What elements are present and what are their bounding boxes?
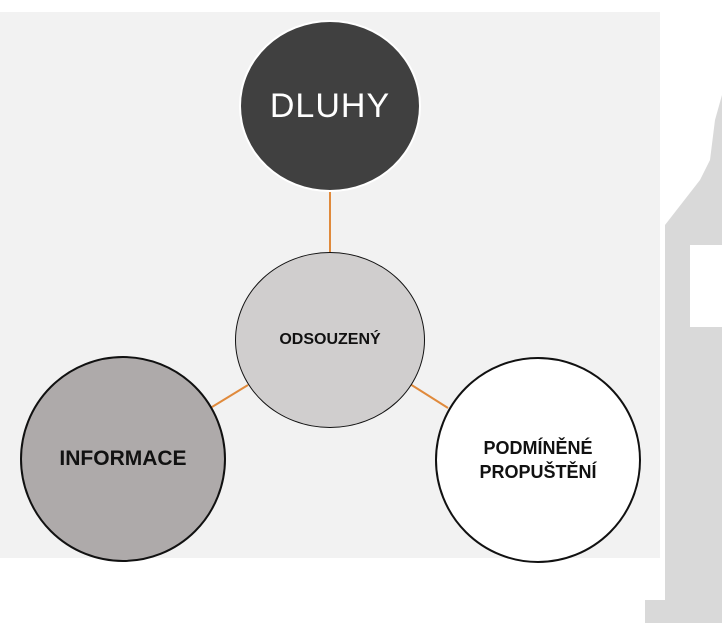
- node-informace: INFORMACE: [20, 356, 226, 562]
- node-informace-label: INFORMACE: [59, 447, 187, 470]
- node-odsouzeny-center: ODSOUZENÝ: [235, 252, 425, 428]
- node-podminene-propusteni: PODMÍNĚNÉ PROPUŠTĚNÍ: [435, 357, 641, 563]
- node-dluhy-label: DLUHY: [269, 86, 391, 125]
- node-podminene-label: PODMÍNĚNÉ PROPUŠTĚNÍ: [479, 438, 597, 482]
- node-odsouzeny-label: ODSOUZENÝ: [279, 331, 381, 348]
- connector-podminene: [409, 383, 449, 409]
- node-dluhy: DLUHY: [239, 20, 421, 192]
- connector-informace: [211, 384, 249, 408]
